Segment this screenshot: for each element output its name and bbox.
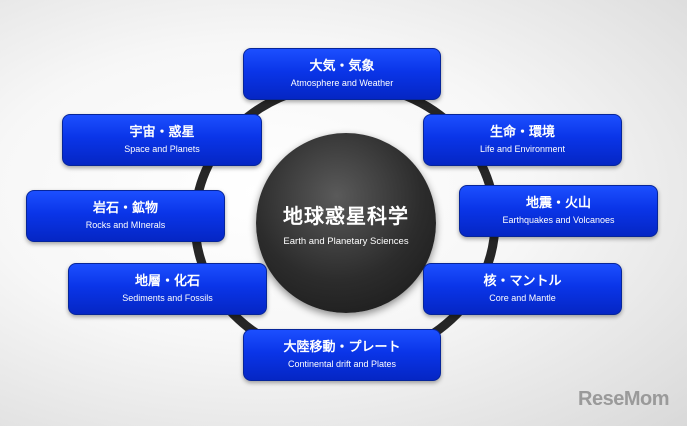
node-title: 大気・気象 xyxy=(309,58,375,74)
node-earthquakes: 地震・火山 Earthquakes and Volcanoes xyxy=(459,185,658,237)
node-core: 核・マントル Core and Mantle xyxy=(423,263,622,315)
node-title: 宇宙・惑星 xyxy=(129,124,195,140)
center-topic: 地球惑星科学 Earth and Planetary Sciences xyxy=(256,133,436,313)
node-subtitle: Life and Environment xyxy=(479,144,566,155)
node-subtitle: Sediments and Fossils xyxy=(122,293,213,304)
node-subtitle: Atmosphere and Weather xyxy=(290,78,394,89)
node-life: 生命・環境 Life and Environment xyxy=(423,114,622,166)
node-title: 大陸移動・プレート xyxy=(283,339,401,355)
node-space: 宇宙・惑星 Space and Planets xyxy=(62,114,262,166)
center-subtitle: Earth and Planetary Sciences xyxy=(283,235,409,247)
node-subtitle: Core and Mantle xyxy=(489,293,556,304)
node-title: 地層・化石 xyxy=(134,273,200,289)
node-subtitle: Earthquakes and Volcanoes xyxy=(502,215,615,226)
node-subtitle: Rocks and MInerals xyxy=(85,220,166,231)
node-subtitle: Continental drift and Plates xyxy=(287,359,397,370)
resemom-logo: ReseMom xyxy=(578,388,669,410)
node-continental-drift: 大陸移動・プレート Continental drift and Plates xyxy=(243,329,441,381)
center-title: 地球惑星科学 xyxy=(283,203,409,228)
node-rocks: 岩石・鉱物 Rocks and MInerals xyxy=(26,190,225,242)
node-atmosphere: 大気・気象 Atmosphere and Weather xyxy=(243,48,441,100)
node-title: 生命・環境 xyxy=(489,124,555,140)
node-subtitle: Space and Planets xyxy=(124,144,200,155)
node-title: 地震・火山 xyxy=(525,195,591,211)
node-sediments: 地層・化石 Sediments and Fossils xyxy=(68,263,267,315)
node-title: 岩石・鉱物 xyxy=(92,200,158,216)
node-title: 核・マントル xyxy=(483,273,562,289)
